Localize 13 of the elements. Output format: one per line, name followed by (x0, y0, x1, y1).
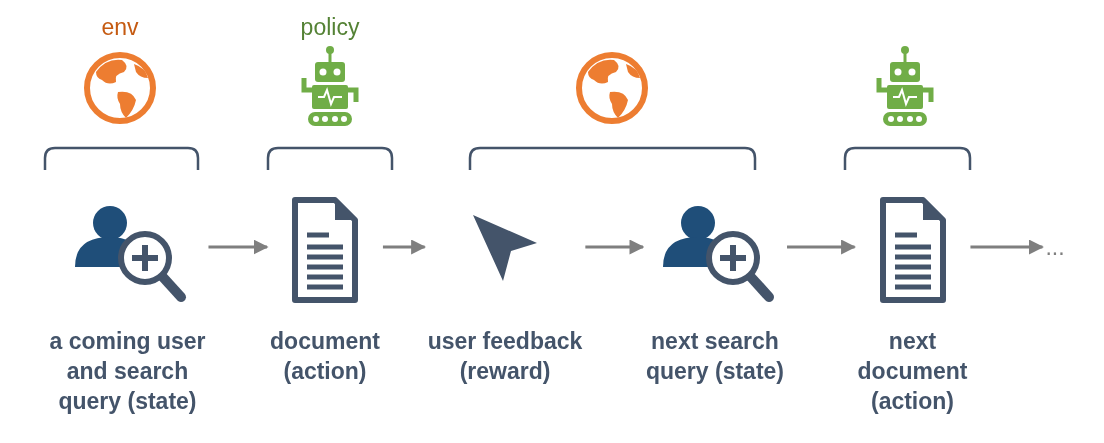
role-label: policy (299, 14, 361, 41)
arrow (208, 239, 269, 255)
node-label: user feedback (reward) (426, 327, 584, 386)
arrow (585, 239, 645, 255)
arrow (787, 239, 857, 255)
node-label: document (action) (269, 327, 381, 386)
arrow (970, 239, 1044, 255)
ellipsis-text: ... (1045, 233, 1065, 262)
node-label: a coming user and search query (state) (48, 327, 207, 416)
node-label: next search query (state) (644, 327, 785, 386)
node-label: next document (action) (856, 327, 969, 416)
role-label: env (100, 14, 140, 41)
arrow (382, 239, 427, 255)
